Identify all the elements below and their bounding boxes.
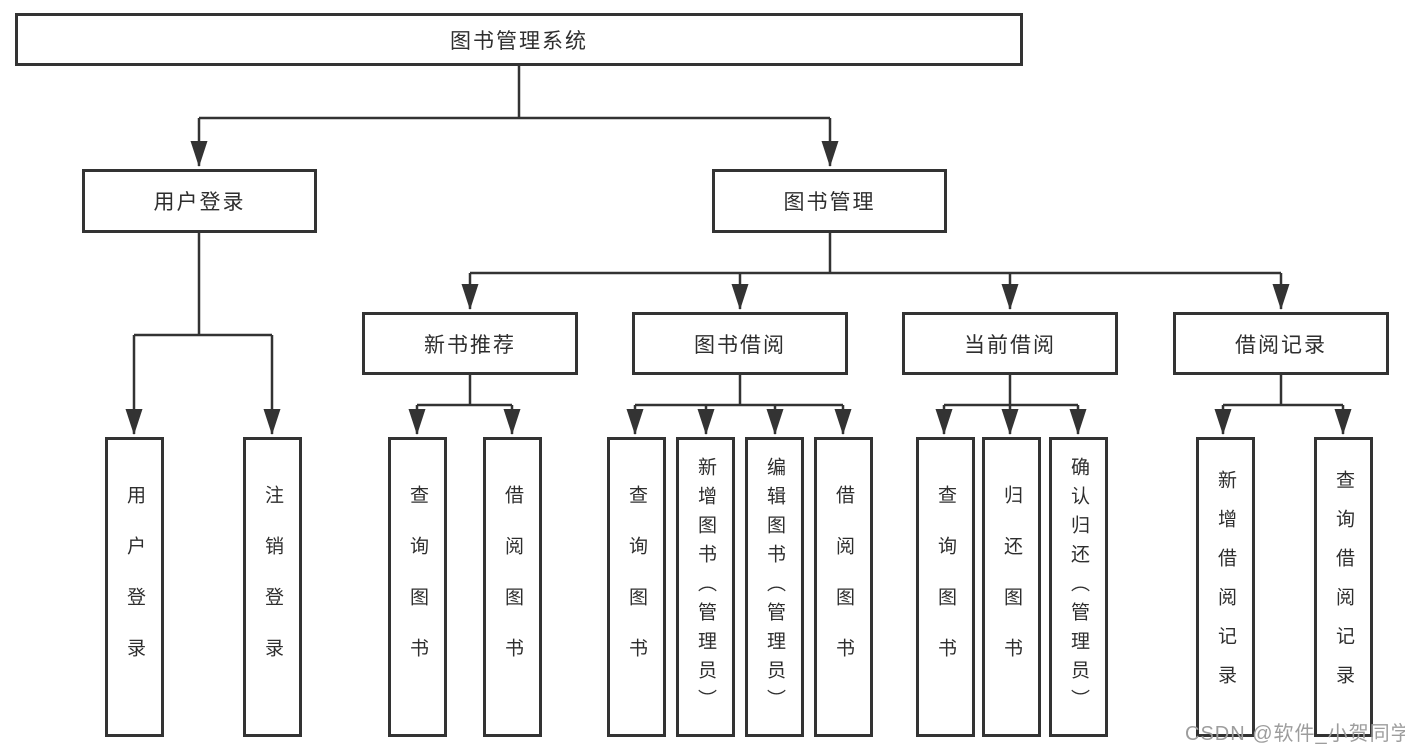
node-current-borrow-label: 当前借阅 — [964, 333, 1056, 357]
node-book-borrow-label: 图书借阅 — [694, 333, 786, 357]
leaf-add-borrow-record: 新增借阅记录 — [1196, 437, 1255, 737]
node-book-management: 图书管理 — [712, 169, 947, 233]
leaf-query-books-borrow: 查询图书 — [607, 437, 666, 737]
node-current-borrow: 当前借阅 — [902, 312, 1118, 375]
leaf-edit-book-admin: 编辑图书（管理员） — [745, 437, 804, 737]
node-borrow-records-label: 借阅记录 — [1235, 333, 1327, 357]
node-root-label: 图书管理系统 — [450, 29, 588, 53]
leaf-logout: 注销登录 — [243, 437, 302, 737]
node-new-book-recommend: 新书推荐 — [362, 312, 578, 375]
node-user-login: 用户登录 — [82, 169, 317, 233]
leaf-query-books-recommend: 查询图书 — [388, 437, 447, 737]
node-borrow-records: 借阅记录 — [1173, 312, 1389, 375]
node-new-book-recommend-label: 新书推荐 — [424, 333, 516, 357]
leaf-query-borrow-record: 查询借阅记录 — [1314, 437, 1373, 737]
node-book-management-label: 图书管理 — [783, 191, 876, 214]
leaf-borrow-books: 借阅图书 — [814, 437, 873, 737]
node-root: 图书管理系统 — [15, 13, 1023, 66]
csdn-watermark: CSDN @软件_小贺同学 — [1185, 723, 1405, 745]
leaf-add-book-admin: 新增图书（管理员） — [676, 437, 735, 737]
leaf-return-book: 归还图书 — [982, 437, 1041, 737]
leaf-user-login: 用户登录 — [105, 437, 164, 737]
leaf-borrow-books-recommend: 借阅图书 — [483, 437, 542, 737]
leaf-confirm-return-admin: 确认归还（管理员） — [1049, 437, 1108, 737]
leaf-query-books-current: 查询图书 — [916, 437, 975, 737]
node-user-login-label: 用户登录 — [153, 191, 246, 214]
node-book-borrow: 图书借阅 — [632, 312, 848, 375]
